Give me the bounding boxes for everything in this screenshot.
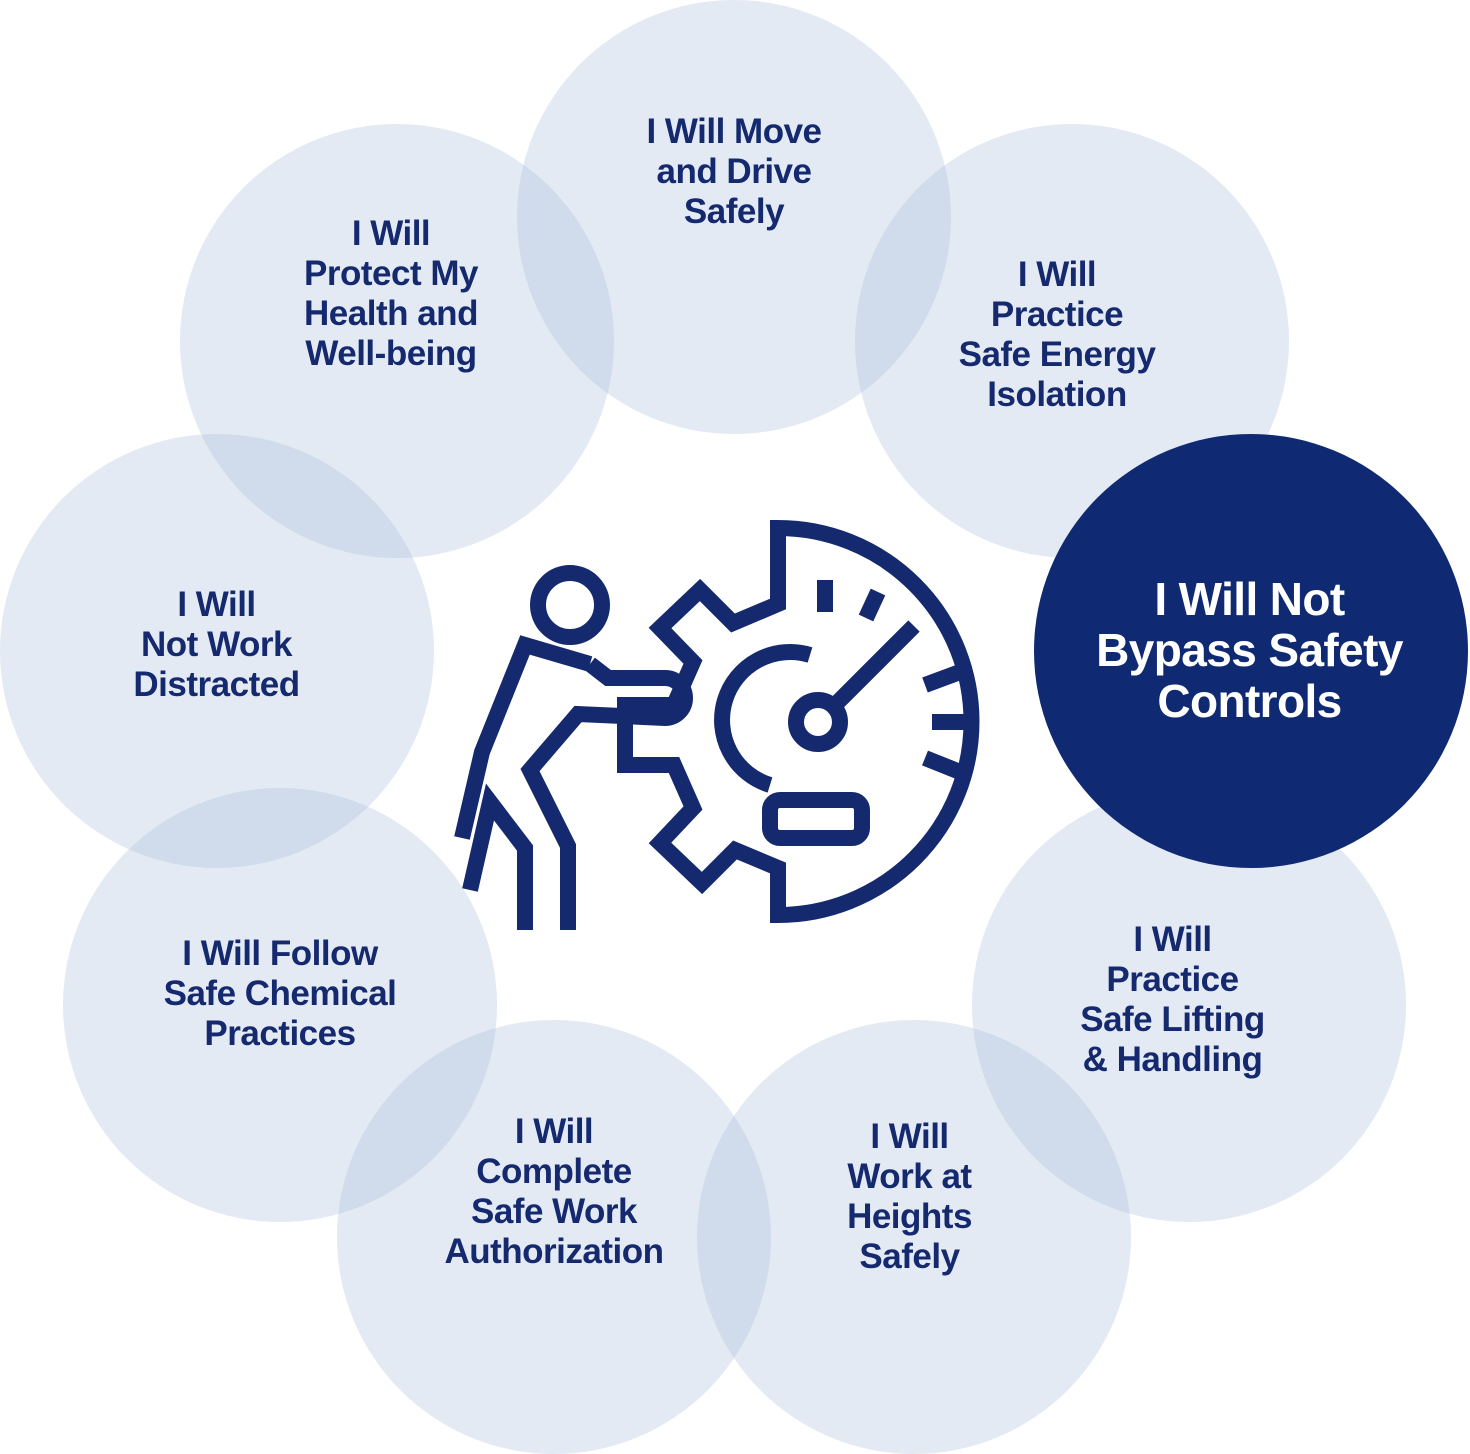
rule-label: I Will Move and Drive Safely [646,112,822,231]
rule-circle-work-at-heights-safely: I Will Work at Heights Safely [697,1020,1131,1454]
rule-label: I Will Protect My Health and Well-being [304,213,478,373]
rule-label: I Will Follow Safe Chemical Practices [163,934,397,1053]
rule-circle-move-drive-safely: I Will Move and Drive Safely [517,0,951,434]
rule-circle-complete-safe-work-authorization: I Will Complete Safe Work Authorization [337,1020,771,1454]
rule-label: I Will Not Work Distracted [133,584,300,704]
rule-label: I Will Practice Safe Lifting & Handling [1080,920,1265,1079]
rule-label: I Will Practice Safe Energy Isolation [958,254,1156,414]
worker-adjusting-gauge-gear-icon [454,519,980,930]
rule-circle-safe-chemical-practices: I Will Follow Safe Chemical Practices [63,788,497,1222]
rule-circle-not-work-distracted: I Will Not Work Distracted [0,434,434,868]
rule-label: I Will Complete Safe Work Authorization [444,1112,664,1271]
rule-label: I Will Work at Heights Safely [847,1117,972,1276]
rule-circle-safe-lifting-handling: I Will Practice Safe Lifting & Handling [972,788,1406,1222]
rule-label-active: I Will Not Bypass Safety Controls [1096,572,1403,727]
rule-circle-not-bypass-safety-controls: I Will Not Bypass Safety Controls [1034,434,1468,868]
rule-circle-protect-health-wellbeing: I Will Protect My Health and Well-being [180,124,614,558]
